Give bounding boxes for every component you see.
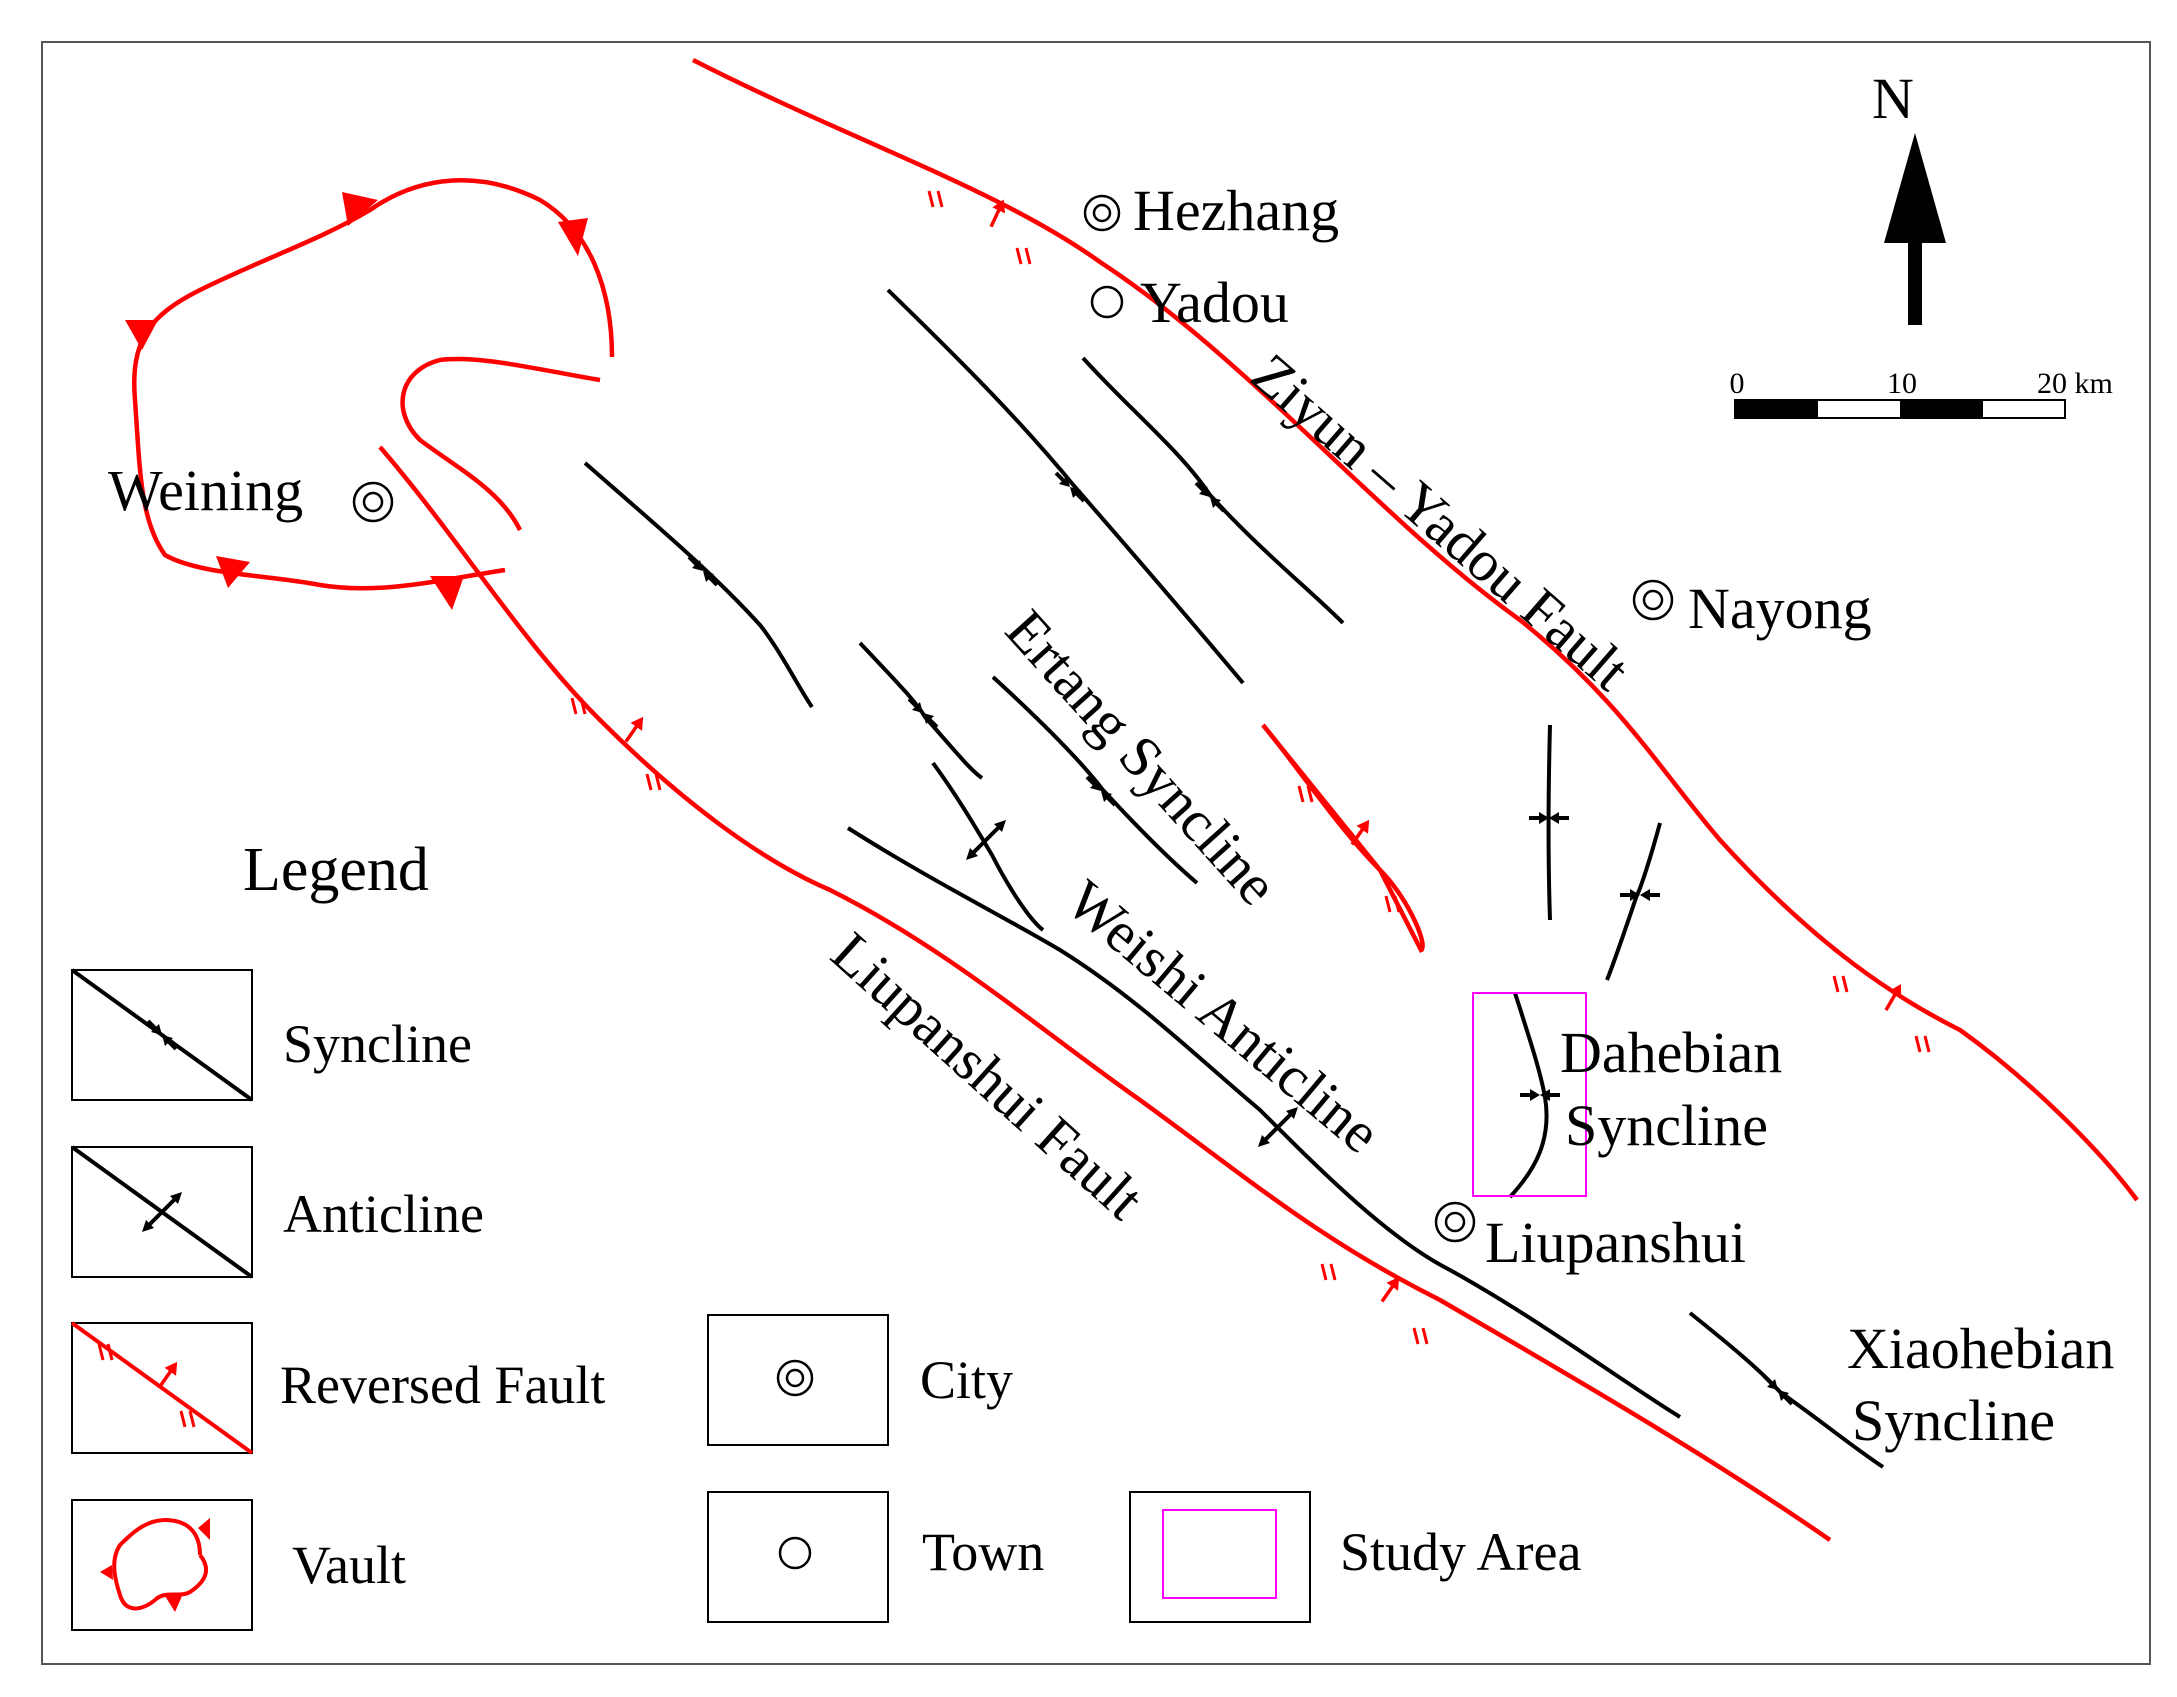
label-ziyun-yadou-fault: Ziyun – Yadou Fault <box>1239 341 1642 703</box>
legend-anticline-symbol <box>70 1145 254 1279</box>
label-weining: Weining <box>108 458 303 523</box>
scale-tick-0: 0 <box>1730 367 1745 400</box>
syncline-north-2 <box>1081 356 1345 625</box>
city-symbol-nayong <box>1632 579 1674 621</box>
legend-town-label: Town <box>922 1522 1044 1582</box>
legend-title: Legend <box>243 836 429 904</box>
legend-reversed-fault-symbol <box>70 1321 254 1455</box>
legend-vault-label: Vault <box>292 1535 406 1595</box>
xiaohebian-syncline-line <box>1688 1311 1885 1469</box>
north-arrow: N <box>1872 66 1946 325</box>
syncline-small <box>858 641 984 780</box>
label-hezhang: Hezhang <box>1133 178 1339 243</box>
label-dahebian: Dahebian <box>1560 1020 1782 1085</box>
legend-reversed-fault-label: Reversed Fault <box>280 1355 605 1415</box>
weining-vault <box>125 178 615 610</box>
east-syncline <box>1605 822 1662 981</box>
city-symbol-weining <box>352 481 394 523</box>
legend-vault-symbol <box>71 1499 253 1631</box>
ziyun-yadou-fault <box>691 57 2139 1202</box>
label-yadou: Yadou <box>1140 270 1289 335</box>
syncline-west <box>583 461 814 709</box>
label-weishi-anticline: Weishi Anticline <box>1055 867 1393 1165</box>
small-anticline <box>931 761 1045 932</box>
legend-syncline-symbol <box>70 968 254 1102</box>
ertang-syncline-line <box>991 675 1199 885</box>
legend-town-symbol <box>707 1491 889 1623</box>
dahebian-syncline-line <box>1508 992 1562 1199</box>
legend-city-symbol <box>707 1314 889 1446</box>
label-nayong: Nayong <box>1688 576 1872 641</box>
syncline-north-1 <box>886 288 1245 685</box>
legend-syncline-label: Syncline <box>283 1014 472 1074</box>
legend-study-area-symbol <box>1129 1491 1311 1623</box>
legend-anticline-label: Anticline <box>283 1184 484 1244</box>
city-symbol-hezhang <box>1083 194 1121 232</box>
legend-study-area-label: Study Area <box>1340 1522 1582 1582</box>
legend-city-label: City <box>920 1350 1013 1410</box>
label-xiaohebian-syncline: Syncline <box>1852 1388 2055 1453</box>
weishi-anticline-line <box>846 826 1682 1419</box>
town-symbol-yadou <box>1090 285 1124 319</box>
short-reversed-fault <box>1261 723 1425 954</box>
scale-bar: 0 10 20 km <box>1730 367 2113 419</box>
scale-tick-20: 20 km <box>2037 367 2113 400</box>
label-liupanshui: Liupanshui <box>1485 1210 1746 1275</box>
liupanshui-fault <box>378 445 1832 1542</box>
city-symbol-liupanshui <box>1434 1201 1476 1243</box>
north-label: N <box>1872 66 1914 131</box>
legend: Legend Syncline Anticline Reversed Fault <box>70 836 1582 1631</box>
vertical-syncline <box>1527 724 1571 921</box>
study-area-box <box>1472 992 1587 1197</box>
label-dahebian-syncline: Syncline <box>1565 1093 1768 1158</box>
label-ertang-syncline: Ertang Syncline <box>993 597 1290 917</box>
scale-tick-10: 10 <box>1887 367 1917 400</box>
label-xiaohebian: Xiaohebian <box>1847 1316 2114 1381</box>
map-frame <box>41 41 2151 1665</box>
